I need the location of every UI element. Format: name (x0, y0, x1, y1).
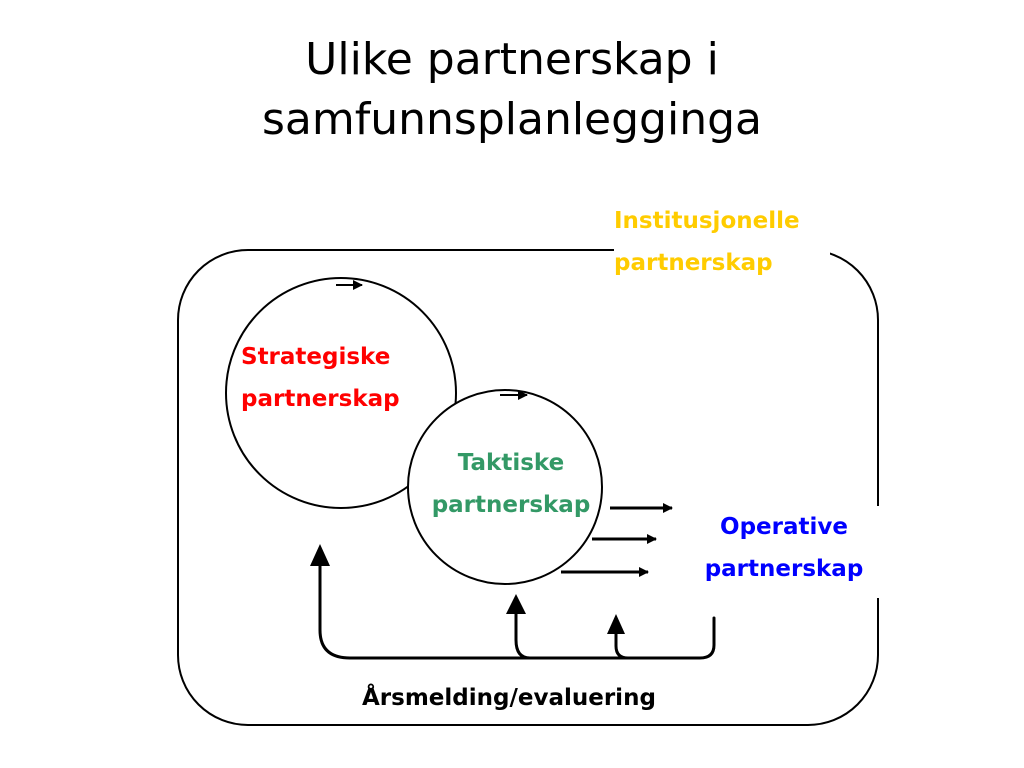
feedback-arrows (318, 554, 716, 660)
operative-partnerships-label: Operative partnerskap (686, 506, 882, 598)
title-line-2: samfunnsplanlegginga (262, 94, 762, 145)
feedback-arrowhead-tactical (506, 594, 526, 614)
institutional-partnerships-label: Institusjonelle partnerskap (614, 200, 830, 284)
tactical-circle (407, 389, 603, 585)
annual-report-label: Årsmelding/evaluering (362, 685, 656, 711)
page-title: Ulike partnerskap i samfunnsplanlegginga (0, 30, 1024, 150)
feedback-arrow-tactical (514, 604, 552, 660)
feedback-arrowhead-strategic (310, 544, 330, 566)
operative-arrows (561, 503, 673, 577)
feedback-arrowhead-operative (607, 614, 625, 634)
feedback-arrow-operative (614, 623, 630, 660)
institutional-frame (177, 249, 879, 726)
strategic-circle (225, 277, 457, 509)
tactical-partnerships-label: Taktiske partnerskap (431, 450, 591, 518)
title-line-1: Ulike partnerskap i (305, 34, 719, 85)
strategic-partnerships-label: Strategiske partnerskap (241, 344, 400, 412)
